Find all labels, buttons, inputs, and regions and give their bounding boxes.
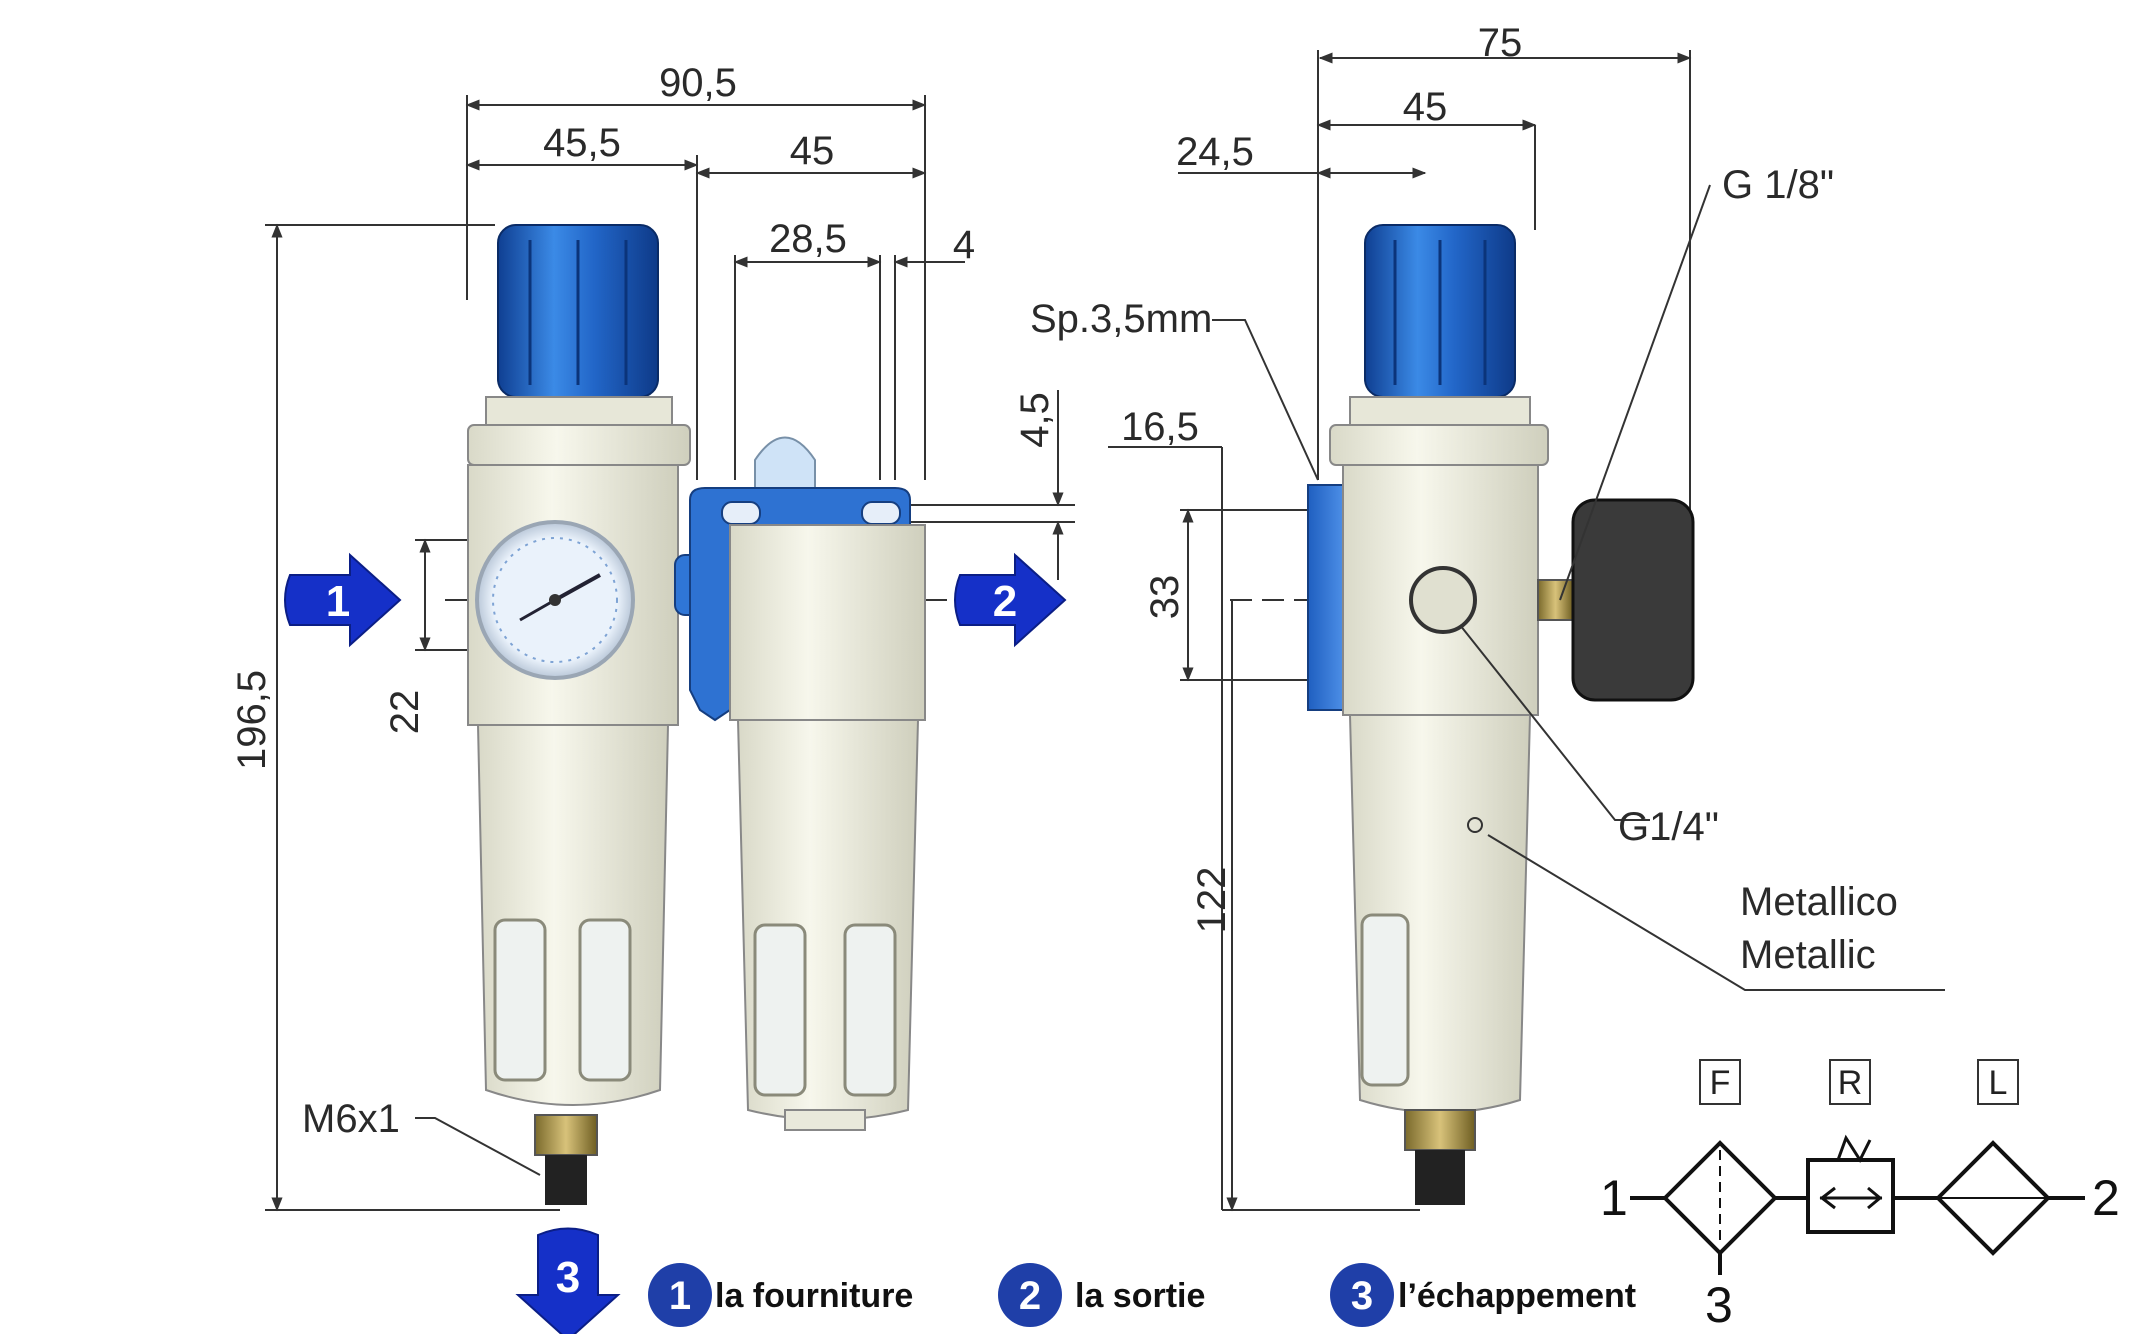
regulator-unit: [467, 224, 756, 1205]
side-pressure-gauge: [1571, 498, 1695, 702]
inlet-arrow-label: 1: [326, 577, 350, 626]
legend-label: la fourniture: [715, 1277, 913, 1315]
legend-badge: 1: [669, 1274, 691, 1318]
dim-side-depth: 75: [1478, 21, 1523, 65]
symbol-port-exhaust: 3: [1705, 1277, 1733, 1333]
outlet-arrow-label: 2: [993, 577, 1017, 626]
exhaust-arrow: 3: [515, 1227, 621, 1334]
bowl-material-it-label: Metallico: [1740, 880, 1898, 924]
dim-side-offset: 16,5: [1121, 405, 1199, 449]
front-dimension-labels: 90,5 45,5 45 28,5 4 196,5 22 4,5: [230, 61, 1057, 770]
inlet-arrow: 1: [284, 552, 402, 648]
legend-badge: 3: [1351, 1274, 1373, 1318]
legend-item-exhaust: 3 l’échappement: [1330, 1263, 1636, 1327]
side-callout-labels: Sp.3,5mm G 1/8" G1/4" Metallico Metallic: [1030, 163, 1898, 977]
dim-regulator-width: 45,5: [543, 121, 621, 165]
lubricator-unit: [689, 436, 926, 1131]
dim-bracket-offset: 4: [953, 223, 975, 267]
gauge-port-label: G 1/8": [1722, 163, 1834, 207]
main-port-label: G1/4": [1618, 805, 1719, 849]
drain-thread-label: M6x1: [302, 1097, 400, 1141]
dim-overall-height: 196,5: [230, 670, 274, 770]
symbol-port-in: 1: [1600, 1170, 1628, 1226]
dim-mount-offset: 4,5: [1013, 392, 1057, 448]
dim-side-body: 45: [1403, 85, 1448, 129]
legend-label: la sortie: [1075, 1277, 1205, 1315]
bowl-material-en-label: Metallic: [1740, 933, 1876, 977]
side-dimensions: [1108, 50, 1692, 1212]
exhaust-arrow-label: 3: [556, 1253, 580, 1302]
outlet-arrow: 2: [954, 552, 1067, 648]
side-mounting-plate: [1307, 484, 1344, 711]
side-callouts: [1212, 184, 1945, 991]
symbol-filter-label: F: [1710, 1064, 1731, 1102]
dim-lubricator-width: 45: [790, 129, 835, 173]
dim-side-hole-span: 33: [1143, 575, 1187, 620]
side-view-unit: [1307, 224, 1695, 1205]
legend-item-outlet: 2 la sortie: [998, 1263, 1205, 1327]
symbol-port-out: 2: [2092, 1170, 2120, 1226]
legend-label: l’échappement: [1398, 1277, 1636, 1315]
symbol-lubricator-label: L: [1989, 1064, 2008, 1102]
side-dimension-labels: 75 45 24,5 16,5 33 122: [1121, 21, 1522, 933]
dim-side-plate: 24,5: [1176, 130, 1254, 174]
dim-overall-width: 90,5: [659, 61, 737, 105]
dim-port-to-bottom: 22: [383, 690, 427, 735]
legend: 1 la fourniture 2 la sortie 3 l’échappem…: [648, 1263, 1636, 1327]
lubricator-body: [729, 524, 926, 721]
plate-thickness-label: Sp.3,5mm: [1030, 297, 1212, 341]
drain-thread-callout: M6x1: [302, 1097, 541, 1176]
dim-side-lower-height: 122: [1190, 867, 1234, 934]
legend-badge: 2: [1019, 1274, 1041, 1318]
side-main-port: [1409, 566, 1477, 634]
legend-item-supply: 1 la fourniture: [648, 1263, 913, 1327]
pneumatic-symbol: F R L 1 2 3: [1600, 1059, 2120, 1333]
dim-bracket-span: 28,5: [769, 217, 847, 261]
regulator-drain: [534, 1114, 598, 1156]
symbol-regulator-label: R: [1838, 1064, 1863, 1102]
